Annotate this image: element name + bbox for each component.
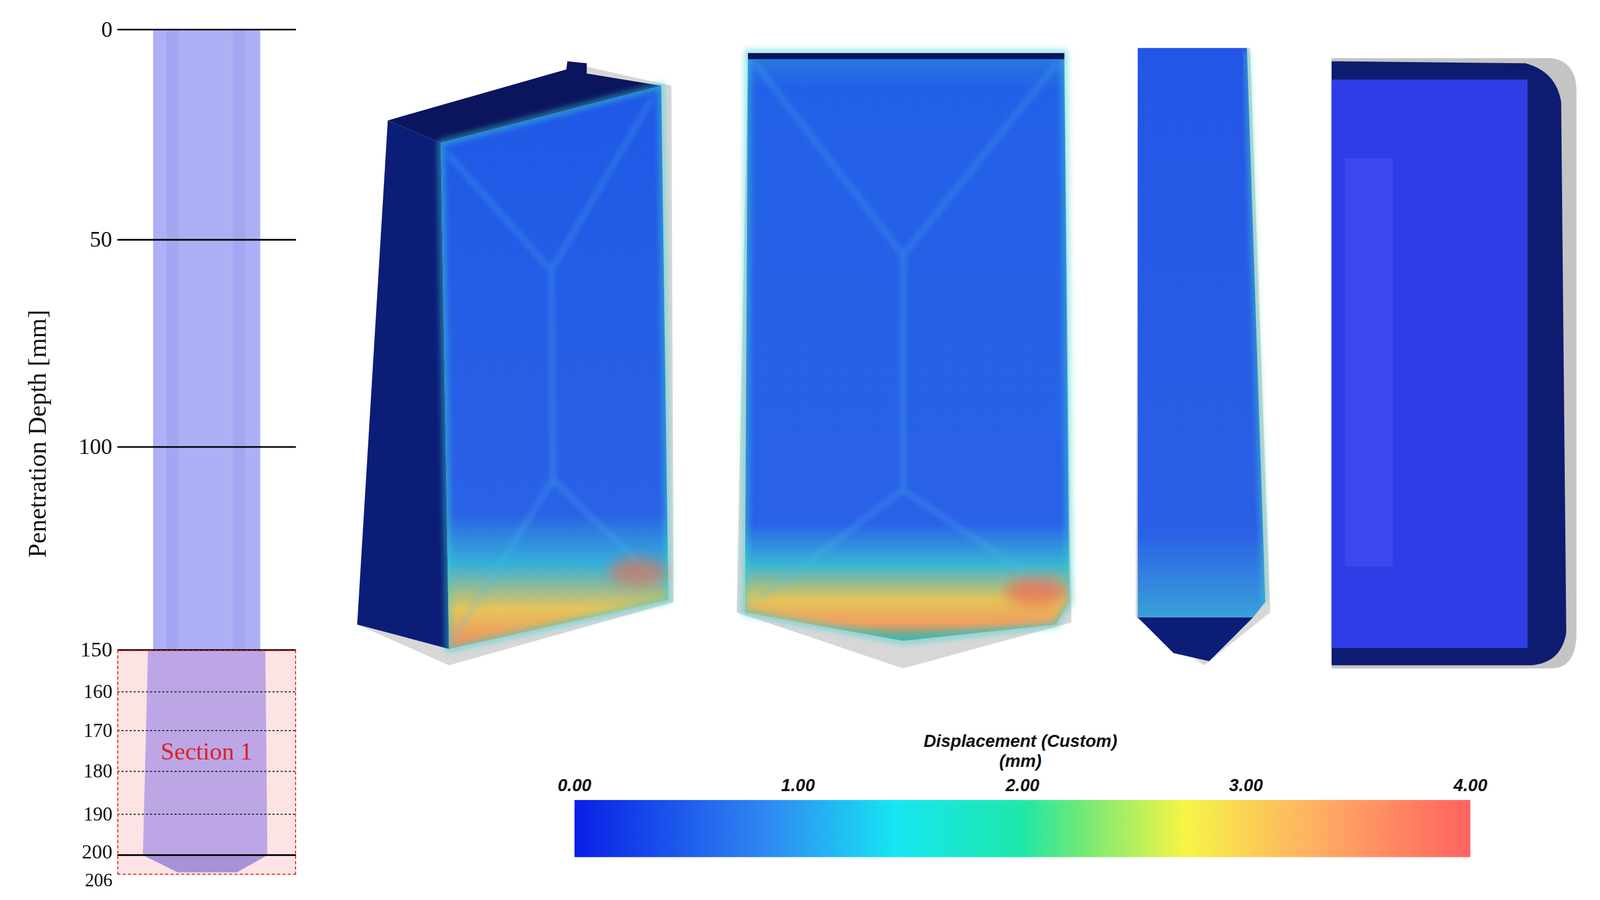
tool-render-end (1331, 58, 1577, 669)
depth-tick: 206 (84, 871, 113, 891)
depth-tick: 170 (83, 720, 113, 742)
colorbar-title: Displacement (Custom) (mm) (912, 731, 1129, 772)
tool-render-isometric (357, 61, 674, 665)
depth-tick: 0 (100, 17, 113, 42)
colorbar (574, 800, 1471, 858)
axis-title: Penetration Depth [mm] (24, 309, 52, 558)
colorbar-tick: 3.00 (1229, 776, 1263, 795)
depth-tick: 160 (83, 681, 113, 703)
depth-tick: 200 (81, 841, 113, 863)
section-box: Section 1 (117, 650, 297, 875)
depth-tick: 190 (83, 804, 113, 825)
tool-depth-scale (117, 29, 296, 875)
tool-render-side (1135, 47, 1271, 666)
colorbar-tick: 2.00 (1005, 776, 1040, 795)
tool-render-front (736, 53, 1072, 669)
depth-tick: 100 (78, 434, 113, 459)
section-label: Section 1 (118, 738, 296, 765)
colorbar-tick: 4.00 (1453, 776, 1488, 795)
colorbar-tick: 1.00 (781, 776, 815, 795)
colorbar-tick: 0.00 (557, 776, 592, 795)
depth-tick: 150 (79, 638, 113, 662)
depth-tick: 50 (89, 227, 113, 252)
depth-tick: 180 (83, 761, 113, 782)
